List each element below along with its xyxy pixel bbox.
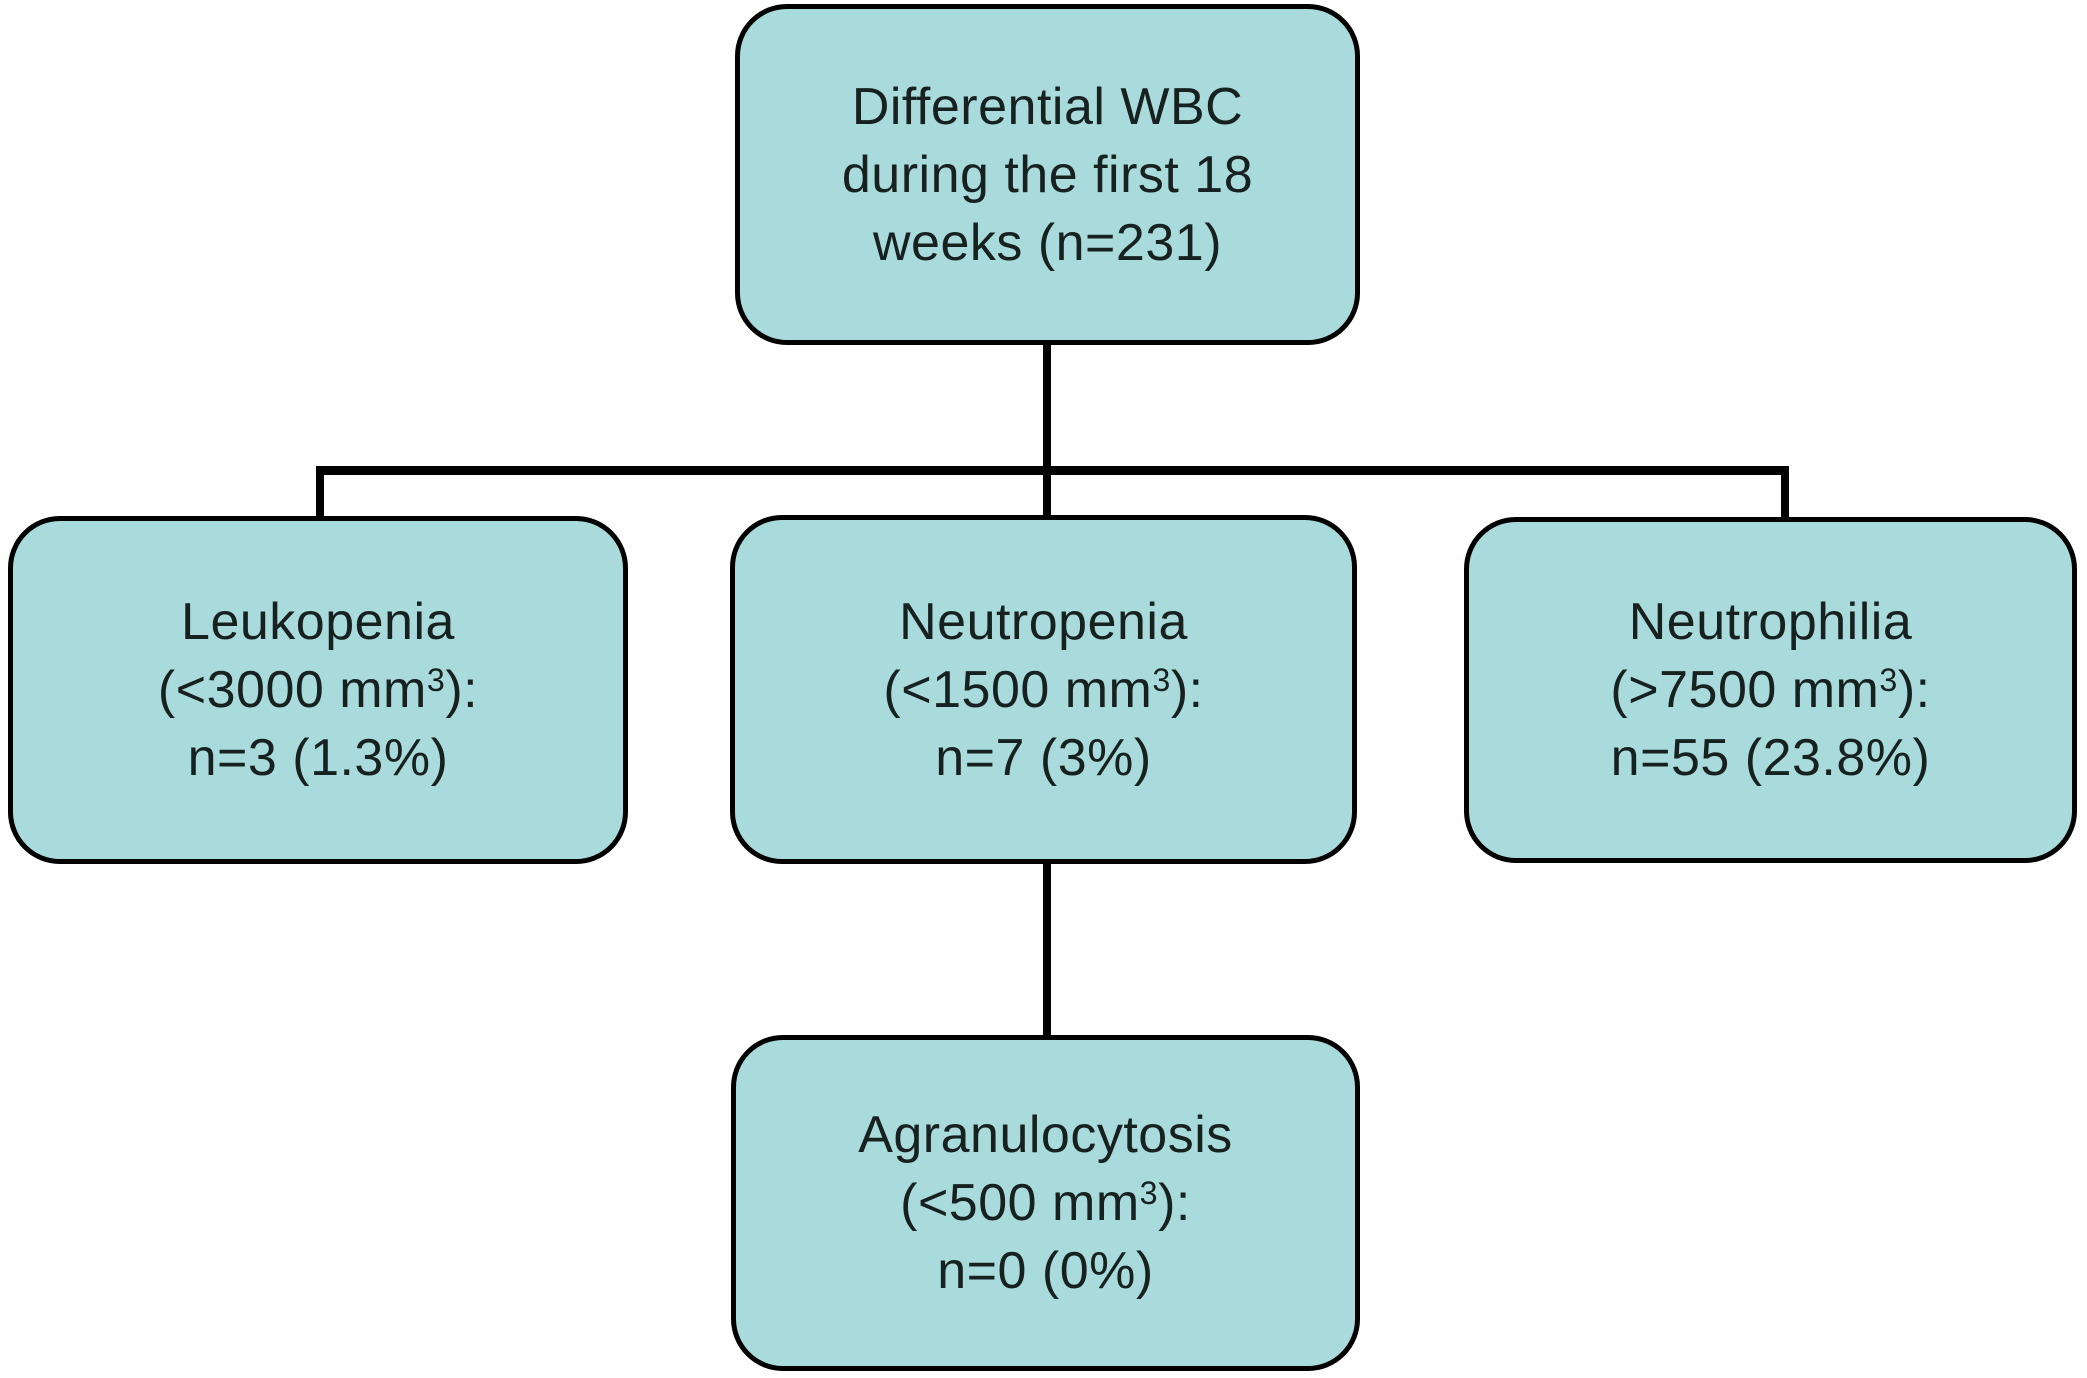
node-text-line: Differential WBC <box>851 77 1244 136</box>
node-text-line: n=3 (1.3%) <box>187 729 449 787</box>
flowchart-node-neutrophilia: Neutrophilia (>7500 mm3): n=55 (23.8%) <box>1464 517 2077 863</box>
node-text-line: Neutrophilia <box>1628 593 1913 651</box>
node-text-line: (<500 mm3): <box>900 1174 1191 1232</box>
flowchart-node-leukopenia: Leukopenia (<3000 mm3): n=3 (1.3%) <box>8 516 628 864</box>
node-text-line: (<3000 mm3): <box>157 661 479 719</box>
node-text-line: during the first 18 <box>841 145 1254 204</box>
node-text-line: (>7500 mm3): <box>1610 661 1931 719</box>
node-text-line: n=55 (23.8%) <box>1610 729 1931 787</box>
connector-branch-to-leukopenia-line <box>316 466 324 518</box>
connector-branch-to-neutrophilia-line <box>1781 466 1789 520</box>
node-text-line: (<1500 mm3): <box>883 660 1204 719</box>
node-text-line: Neutropenia <box>899 592 1188 651</box>
node-text-line: n=7 (3%) <box>935 728 1152 787</box>
flowchart-node-differential-wbc: Differential WBC during the first 18 weeks… <box>735 4 1360 345</box>
node-text-line: Agranulocytosis <box>858 1106 1233 1164</box>
connector-branch-horizontal-line <box>316 466 1789 475</box>
flowchart-node-neutropenia: Neutropenia (<1500 mm3): n=7 (3%) <box>730 515 1357 864</box>
node-text-line: weeks (n=231) <box>872 213 1223 272</box>
flowchart-node-agranulocytosis: Agranulocytosis (<500 mm3): n=0 (0%) <box>731 1035 1360 1371</box>
connector-root-to-branch-line <box>1043 343 1051 518</box>
node-text-line: n=0 (0%) <box>937 1242 1154 1300</box>
node-text-line: Leukopenia <box>181 593 455 651</box>
connector-neutropenia-to-agranulocytosis-line <box>1043 860 1051 1038</box>
